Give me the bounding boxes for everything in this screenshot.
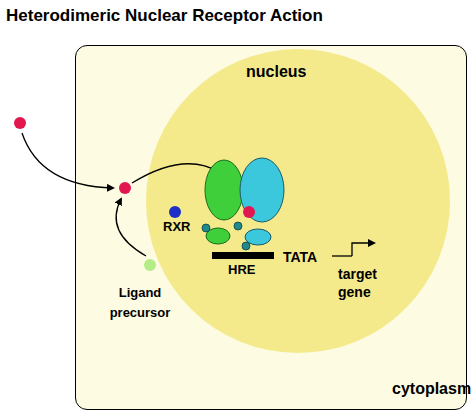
dna-line [332, 255, 352, 256]
diagram-title: Heterodimeric Nuclear Receptor Action [6, 6, 323, 26]
region-label: cytoplasm [392, 380, 471, 398]
bound-ligand-dot [243, 206, 255, 218]
precursor-label: Ligand precursor [98, 283, 182, 323]
precursor-dot [144, 259, 156, 271]
zinc-finger [202, 224, 210, 232]
gene-label: target gene [338, 265, 398, 301]
partner-dna-domain [245, 229, 271, 245]
rxr-ligand-dot [169, 206, 181, 218]
transcription-arrow [352, 243, 374, 256]
ligand-dot [14, 117, 26, 129]
flow-arrow [132, 164, 245, 198]
element-label: HRE [228, 262, 255, 277]
partner-receptor [240, 158, 284, 222]
promoter-label: TATA [283, 249, 317, 265]
zinc-finger [234, 222, 242, 230]
rxr-dna-domain [206, 228, 230, 244]
rxr-receptor [205, 160, 243, 220]
flow-arrow [22, 133, 113, 188]
ligand-dot [119, 182, 131, 194]
flow-arrow [116, 199, 146, 256]
cell-box: cytoplasmnucleus [75, 45, 467, 410]
receptor-label: RXR [163, 219, 190, 234]
region-label: nucleus [246, 63, 306, 81]
zinc-finger [242, 242, 250, 250]
hre-bar [212, 252, 274, 259]
nucleus-circle: nucleus [146, 49, 450, 353]
